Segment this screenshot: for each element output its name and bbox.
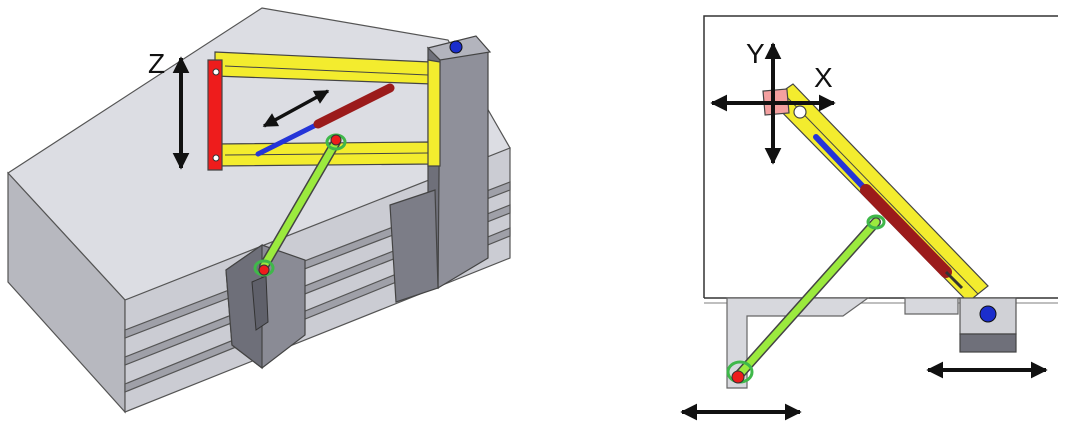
end-effector-pin-icon [793, 105, 807, 119]
arm-cylinder [860, 184, 952, 278]
actuator-motion-arrow-icon [262, 89, 330, 128]
front-guide-block-side [225, 243, 263, 370]
front-guide-channel [251, 275, 269, 331]
top-upper-joint-icon [866, 214, 886, 230]
top-plate [703, 15, 1058, 298]
red-carriage [207, 59, 223, 171]
z-axis-label: Z [148, 48, 165, 79]
actuator-rod-blue [255, 119, 325, 157]
arm-rod-blue [813, 134, 871, 195]
actuator-cylinder [313, 83, 395, 129]
y-axis-label: Y [746, 38, 765, 69]
frame-right-member [427, 59, 441, 167]
right-slider-base [959, 333, 1017, 353]
column-pin-icon [449, 40, 463, 54]
top-view: Y X [680, 15, 1058, 421]
slider-pin-icon [979, 305, 997, 323]
right-guide-rail [904, 297, 959, 315]
x-axis-label: X [814, 62, 833, 93]
isometric-view: Z [7, 7, 511, 414]
rear-column-front [437, 51, 489, 290]
column-base-block [389, 189, 439, 303]
